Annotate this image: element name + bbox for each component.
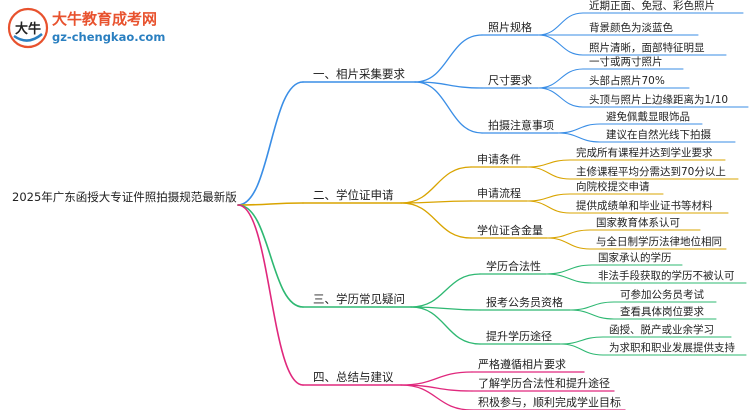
edge-sub-3-1-leaf-2 <box>545 273 593 284</box>
leaf-node-2-3-1[interactable]: 国家教育体系认可 <box>596 216 680 229</box>
edge-sub-2-2-leaf-1 <box>526 193 571 202</box>
sub-node-4-3[interactable]: 积极参与，顺利完成学业目标 <box>478 395 621 409</box>
sub-node-2-2[interactable]: 申请流程 <box>477 186 521 200</box>
leaf-node-3-2-2[interactable]: 查看具体岗位要求 <box>620 305 704 318</box>
edge-sub-1-3-leaf-2 <box>557 132 601 143</box>
edge-sub-2-1-leaf-2 <box>526 166 571 180</box>
sub-node-1-3[interactable]: 拍摄注意事项 <box>488 118 554 132</box>
edge-sub-2-1-leaf-1 <box>526 159 571 168</box>
leaf-node-3-1-1[interactable]: 国家承认的学历 <box>598 251 672 264</box>
edge-root-branch-4 <box>237 204 304 386</box>
logo-mark-glyph: 大牛 <box>15 21 41 37</box>
edge-sub-3-3-leaf-1 <box>559 336 604 345</box>
leaf-node-1-2-1[interactable]: 一寸或两寸照片 <box>589 55 663 68</box>
leaf-node-2-1-1[interactable]: 完成所有课程并达到学业要求 <box>576 146 713 159</box>
sub-node-3-1[interactable]: 学历合法性 <box>486 259 541 273</box>
sub-node-3-3[interactable]: 提升学历途径 <box>486 329 552 343</box>
sub-node-4-1[interactable]: 严格遵循相片要求 <box>478 357 566 371</box>
edge-branch-3-sub-1 <box>410 273 481 308</box>
site-logo[interactable]: 大牛 大牛教育成考网 gz-chengkao.com <box>6 6 196 52</box>
leaf-node-2-1-2[interactable]: 主修课程平均分需达到70分以上 <box>576 165 726 178</box>
edge-branch-1-sub-3 <box>414 81 483 134</box>
sub-node-1-1[interactable]: 照片规格 <box>488 20 532 34</box>
edge-branch-2-sub-1 <box>400 166 472 204</box>
mindmap-edges <box>237 12 749 410</box>
edge-sub-2-3-leaf-1 <box>546 229 591 239</box>
edge-branch-3-sub-2 <box>410 306 481 311</box>
edge-root-branch-1 <box>237 81 304 206</box>
leaf-node-1-1-3[interactable]: 照片清晰，面部特征明显 <box>589 41 705 54</box>
leaf-node-1-1-2[interactable]: 背景颜色为淡蓝色 <box>589 21 673 34</box>
leaf-node-1-3-1[interactable]: 避免佩戴显眼饰品 <box>606 110 690 123</box>
leaf-node-3-3-1[interactable]: 函授、脱产或业余学习 <box>609 323 714 336</box>
edge-branch-3-sub-3 <box>410 306 481 345</box>
leaf-node-1-1-1[interactable]: 近期正面、免冠、彩色照片 <box>589 0 715 12</box>
edge-sub-1-2-leaf-1 <box>537 68 584 89</box>
sub-node-1-2[interactable]: 尺寸要求 <box>488 73 532 87</box>
leaf-node-3-2-1[interactable]: 可参加公务员考试 <box>620 288 704 301</box>
edge-branch-4-sub-3 <box>400 384 473 410</box>
edge-branch-4-sub-1 <box>400 371 473 386</box>
leaf-node-3-1-2[interactable]: 非法手段获取的学历不被认可 <box>598 269 735 282</box>
edge-sub-3-2-leaf-1 <box>569 301 615 311</box>
sub-node-2-1[interactable]: 申请条件 <box>477 152 521 166</box>
edge-sub-2-2-leaf-2 <box>526 200 571 214</box>
logo-title: 大牛教育成考网 <box>52 10 158 28</box>
edge-branch-2-sub-3 <box>400 202 472 239</box>
leaf-node-1-3-2[interactable]: 建议在自然光线下拍摄 <box>606 128 711 141</box>
logo-mark-icon: 大牛 <box>7 7 49 49</box>
branch-node-2[interactable]: 二、学位证申请 <box>313 188 394 202</box>
leaf-node-1-2-3[interactable]: 头顶与照片上边缘距离为1/10 <box>589 93 728 106</box>
edge-sub-1-1-leaf-3 <box>537 34 584 56</box>
leaf-node-2-2-1[interactable]: 向院校提交申请 <box>576 180 650 193</box>
edge-sub-1-1-leaf-1 <box>537 12 584 36</box>
sub-node-4-2[interactable]: 了解学历合法性和提升途径 <box>478 376 610 390</box>
leaf-node-2-3-2[interactable]: 与全日制学历法律地位相同 <box>596 235 722 248</box>
branch-node-1[interactable]: 一、相片采集要求 <box>313 67 405 81</box>
edge-sub-3-2-leaf-2 <box>569 309 615 320</box>
sub-node-3-2[interactable]: 报考公务员资格 <box>486 295 563 309</box>
mindmap-nodes: 2025年广东函授大专证件照拍摄规范最新版 一、相片采集要求 照片规格 近期正面、免冠… <box>12 0 735 409</box>
root-node[interactable]: 2025年广东函授大专证件照拍摄规范最新版 <box>12 190 237 204</box>
branch-node-3[interactable]: 三、学历常见疑问 <box>313 292 405 306</box>
edge-branch-1-sub-1 <box>414 34 483 83</box>
edge-sub-3-1-leaf-1 <box>545 264 593 275</box>
leaf-node-3-3-2[interactable]: 为求职和职业发展提供支持 <box>609 341 735 354</box>
edge-branch-1-sub-2 <box>414 81 483 89</box>
sub-node-2-3[interactable]: 学位证含金量 <box>477 223 543 237</box>
edge-root-branch-2 <box>237 202 304 206</box>
branch-node-4[interactable]: 四、总结与建议 <box>313 370 394 384</box>
edge-sub-3-3-leaf-2 <box>559 343 604 356</box>
leaf-node-2-2-2[interactable]: 提供成绩单和毕业证书等材料 <box>576 199 713 212</box>
edge-sub-1-2-leaf-3 <box>537 87 584 108</box>
edge-root-branch-3 <box>237 204 304 308</box>
edge-sub-2-3-leaf-2 <box>546 237 591 250</box>
leaf-node-1-2-2[interactable]: 头部占照片70% <box>589 74 665 87</box>
logo-url: gz-chengkao.com <box>52 30 166 44</box>
edge-sub-1-3-leaf-1 <box>557 123 601 134</box>
edge-branch-2-sub-2 <box>400 200 472 204</box>
